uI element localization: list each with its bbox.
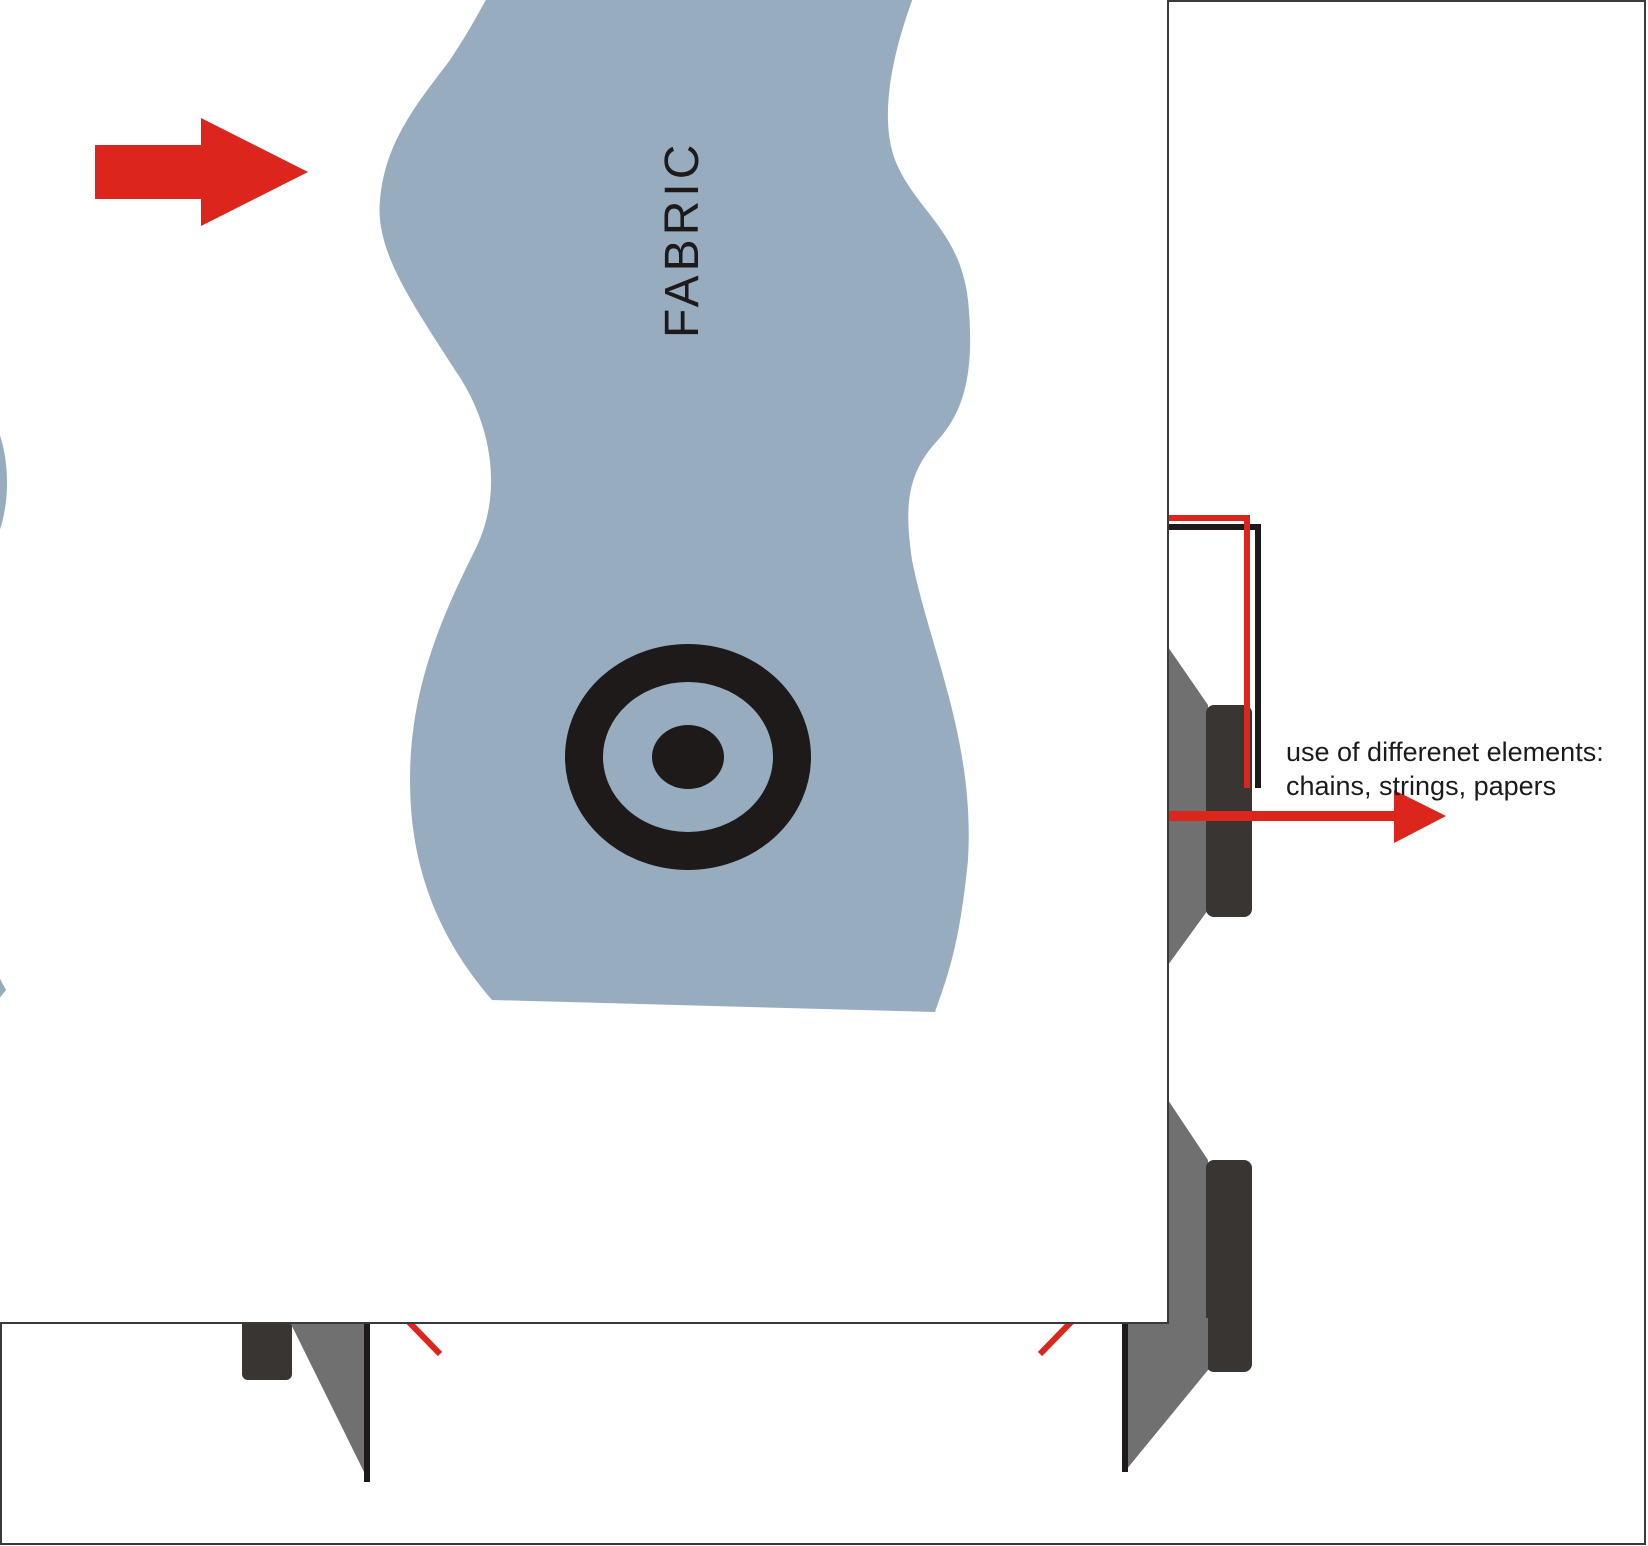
hinge-bottom-left-edge — [364, 1318, 370, 1482]
black-string-right — [1168, 524, 1261, 788]
fabric-shape-partial-left — [0, 435, 7, 530]
direction-arrow-head — [201, 118, 308, 226]
hinge-bottom-left-block — [242, 1318, 292, 1380]
fabric-shape-partial-left-bottom — [0, 978, 6, 998]
hinge-bottom-left — [242, 1318, 370, 1482]
red-string-right — [1168, 515, 1250, 788]
hinge-bottom-left-plate — [288, 1318, 368, 1480]
hinge-bottom-right-plate — [1126, 1318, 1208, 1470]
annotation-line-1: use of differenet elements: — [1286, 737, 1604, 767]
annotation-arrow — [1168, 790, 1446, 843]
target-outer-ring — [565, 644, 811, 870]
target-symbol — [565, 644, 811, 870]
hinge-bottom-right — [1122, 1318, 1208, 1472]
annotation-arrow-shaft — [1168, 811, 1396, 821]
hinge-bottom-right-edge — [1122, 1318, 1128, 1472]
direction-arrow-shaft — [95, 145, 205, 199]
annotation-line-2: chains, strings, papers — [1286, 771, 1556, 801]
hinge-upper-right-plate — [1168, 647, 1208, 965]
fabric-label: FABRIC — [656, 141, 709, 338]
target-center-dot — [652, 725, 724, 789]
direction-arrow — [95, 118, 308, 226]
hinge-lower-right-block — [1206, 1160, 1252, 1372]
annotation-arrow-head — [1394, 790, 1446, 843]
fabric-shape — [379, 0, 971, 1012]
